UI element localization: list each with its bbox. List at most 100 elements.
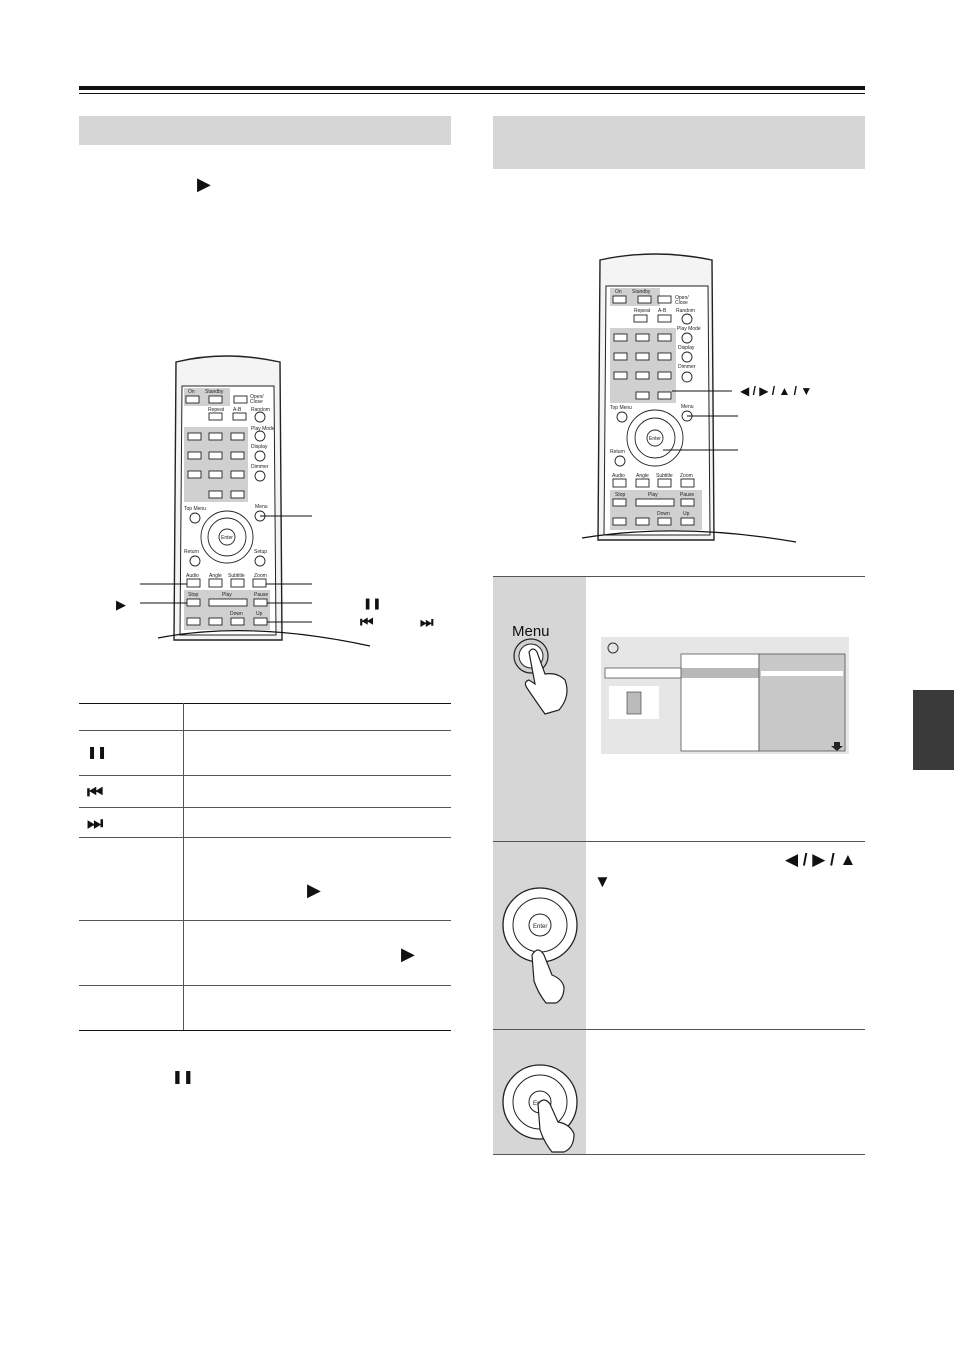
remote-label-subtitle: Subtitle bbox=[228, 573, 245, 579]
next-button[interactable] bbox=[253, 617, 268, 626]
on-button[interactable] bbox=[185, 395, 200, 404]
table-value-play-glyph-2: ▶ bbox=[401, 944, 415, 964]
rev-button[interactable] bbox=[186, 617, 201, 626]
audio-button[interactable] bbox=[186, 578, 201, 588]
next-button-r[interactable] bbox=[680, 517, 695, 526]
key-7-r[interactable] bbox=[613, 371, 628, 380]
step-2-arrows: ◀ / ▶ / ▲ bbox=[785, 850, 857, 869]
enter-button-r[interactable] bbox=[646, 429, 664, 447]
steps-bottom-rule bbox=[493, 1154, 865, 1155]
key-plus10-r[interactable] bbox=[657, 391, 672, 400]
fwd-button[interactable] bbox=[208, 617, 223, 626]
remote-label-zoom-r: Zoom bbox=[680, 473, 693, 479]
key-1-r[interactable] bbox=[613, 333, 628, 342]
table-key-prev-glyph: ⏮ bbox=[87, 782, 104, 802]
top-menu-button-r[interactable] bbox=[616, 411, 628, 423]
remote-label-enter: Enter bbox=[221, 535, 233, 541]
zoom-button[interactable] bbox=[252, 578, 267, 588]
stop-button-r[interactable] bbox=[612, 498, 627, 507]
rev-button-r[interactable] bbox=[612, 517, 627, 526]
right-section-heading-band bbox=[493, 116, 865, 169]
remote-label-open-r: Open/ bbox=[675, 295, 689, 301]
hand-icon bbox=[524, 648, 568, 715]
key-4[interactable] bbox=[187, 451, 202, 460]
top-menu-button[interactable] bbox=[189, 512, 201, 524]
setup-button[interactable] bbox=[254, 555, 266, 567]
return-button[interactable] bbox=[189, 555, 201, 567]
remote-label-play-r: Play bbox=[648, 492, 658, 498]
subtitle-button-r[interactable] bbox=[657, 478, 672, 488]
zoom-button-r[interactable] bbox=[680, 478, 695, 488]
standby-button[interactable] bbox=[208, 395, 223, 404]
angle-button-r[interactable] bbox=[635, 478, 650, 488]
play-mode-button[interactable] bbox=[254, 430, 266, 442]
key-0-r[interactable] bbox=[635, 391, 650, 400]
audio-button-r[interactable] bbox=[612, 478, 627, 488]
table-value-play-glyph: ▶ bbox=[307, 880, 321, 900]
step-1-illustration-column bbox=[493, 577, 586, 841]
pause-button-r[interactable] bbox=[680, 498, 695, 507]
repeat-button[interactable] bbox=[208, 412, 223, 421]
menu-highlight-middle bbox=[681, 668, 759, 678]
key-2[interactable] bbox=[208, 432, 223, 441]
random-button[interactable] bbox=[254, 411, 266, 423]
annotation-prev-glyph: ⏮ bbox=[360, 614, 374, 631]
key-3-r[interactable] bbox=[657, 333, 672, 342]
remote-label-dimmer-r: Dimmer bbox=[678, 364, 696, 370]
key-2-r[interactable] bbox=[635, 333, 650, 342]
stop-button[interactable] bbox=[186, 598, 201, 607]
remote-label-random-r: Random bbox=[676, 308, 695, 314]
on-button-r[interactable] bbox=[612, 295, 627, 304]
remote-label-display: Display bbox=[251, 444, 268, 450]
key-7[interactable] bbox=[187, 470, 202, 479]
remote-label-angle-r: Angle bbox=[636, 473, 649, 479]
open-close-button-r[interactable] bbox=[657, 295, 672, 304]
key-1[interactable] bbox=[187, 432, 202, 441]
display-button-r[interactable] bbox=[681, 351, 693, 363]
menu-tab-left bbox=[604, 667, 682, 679]
remote-label-ab-r: A-B bbox=[658, 308, 667, 314]
return-button-r[interactable] bbox=[614, 455, 626, 467]
key-8-r[interactable] bbox=[635, 371, 650, 380]
key-0[interactable] bbox=[208, 490, 223, 499]
key-9[interactable] bbox=[230, 470, 245, 479]
fwd-button-r[interactable] bbox=[635, 517, 650, 526]
angle-button[interactable] bbox=[208, 578, 223, 588]
prev-button[interactable] bbox=[230, 617, 245, 626]
play-button-r[interactable] bbox=[635, 498, 675, 507]
pause-button[interactable] bbox=[253, 598, 268, 607]
enter-button[interactable] bbox=[218, 528, 236, 546]
display-button[interactable] bbox=[254, 450, 266, 462]
subtitle-button[interactable] bbox=[230, 578, 245, 588]
enter-press-illustration: Enter bbox=[502, 1064, 578, 1153]
standby-button-r[interactable] bbox=[637, 295, 652, 304]
key-6-r[interactable] bbox=[657, 352, 672, 361]
prev-button-r[interactable] bbox=[657, 517, 672, 526]
annotation-pause-glyph: ❚❚ bbox=[363, 598, 382, 610]
key-5[interactable] bbox=[208, 451, 223, 460]
remote-label-standby-r: Standby bbox=[632, 289, 651, 295]
hand-icon bbox=[531, 949, 565, 1004]
open-close-button[interactable] bbox=[233, 395, 248, 404]
play-mode-button-r[interactable] bbox=[681, 332, 693, 344]
dimmer-button-r[interactable] bbox=[681, 371, 693, 383]
key-plus10[interactable] bbox=[230, 490, 245, 499]
key-9-r[interactable] bbox=[657, 371, 672, 380]
key-3[interactable] bbox=[230, 432, 245, 441]
key-8[interactable] bbox=[208, 470, 223, 479]
repeat-button-r[interactable] bbox=[633, 314, 648, 323]
ab-button[interactable] bbox=[232, 412, 247, 421]
annotation-play-glyph: ▶ bbox=[116, 597, 126, 612]
key-5-r[interactable] bbox=[635, 352, 650, 361]
remote-label-return-r: Return bbox=[610, 449, 625, 455]
play-button[interactable] bbox=[208, 598, 248, 607]
remote-label-standby: Standby bbox=[205, 389, 224, 395]
play-glyph: ▶ bbox=[197, 174, 211, 194]
dimmer-button[interactable] bbox=[254, 470, 266, 482]
random-button-r[interactable] bbox=[681, 313, 693, 325]
remote-label-top-menu: Top Menu bbox=[184, 506, 206, 512]
footnote-pause-glyph: ❚❚ bbox=[172, 1069, 194, 1084]
ab-button-r[interactable] bbox=[657, 314, 672, 323]
key-6[interactable] bbox=[230, 451, 245, 460]
key-4-r[interactable] bbox=[613, 352, 628, 361]
